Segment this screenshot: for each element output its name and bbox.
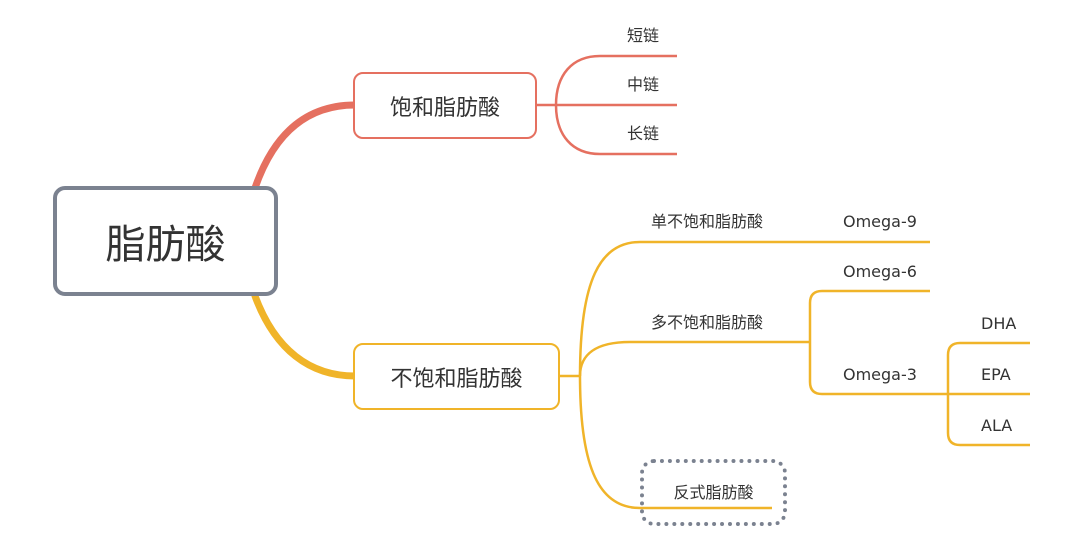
subtopic-omega-3[interactable]: Omega-3 <box>843 365 917 384</box>
subtopic-trans-fat[interactable]: 反式脂肪酸 <box>640 459 787 526</box>
edge-central-to-saturated <box>251 101 359 192</box>
central-topic-label: 脂肪酸 <box>105 222 226 268</box>
subtopic-long-chain[interactable]: 长链 <box>627 124 660 143</box>
subtopic-ala[interactable]: ALA <box>981 416 1013 435</box>
subtopic-dha[interactable]: DHA <box>981 314 1017 333</box>
topic-unsaturated-label: 不饱和脂肪酸 <box>390 366 523 392</box>
subtopic-omega-6[interactable]: Omega-6 <box>843 262 917 281</box>
subtopic-medium-chain[interactable]: 中链 <box>627 75 660 94</box>
subtopic-polyunsaturated[interactable]: 多不饱和脂肪酸 <box>651 313 764 332</box>
subtopic-trans-fat-label: 反式脂肪酸 <box>673 482 754 502</box>
central-topic[interactable]: 脂肪酸 <box>53 186 278 296</box>
topic-saturated[interactable]: 饱和脂肪酸 <box>353 72 537 139</box>
topic-saturated-label: 饱和脂肪酸 <box>389 95 500 121</box>
subtopic-monounsaturated[interactable]: 单不饱和脂肪酸 <box>651 212 764 231</box>
subtopic-epa[interactable]: EPA <box>981 365 1011 384</box>
subtopic-short-chain[interactable]: 短链 <box>627 26 660 45</box>
topic-unsaturated[interactable]: 不饱和脂肪酸 <box>353 343 560 410</box>
subtopic-omega-9[interactable]: Omega-9 <box>843 212 917 231</box>
edges-unsaturated-children <box>560 240 1030 510</box>
edges-saturated-children <box>537 54 677 156</box>
edge-central-to-unsaturated <box>251 292 359 380</box>
